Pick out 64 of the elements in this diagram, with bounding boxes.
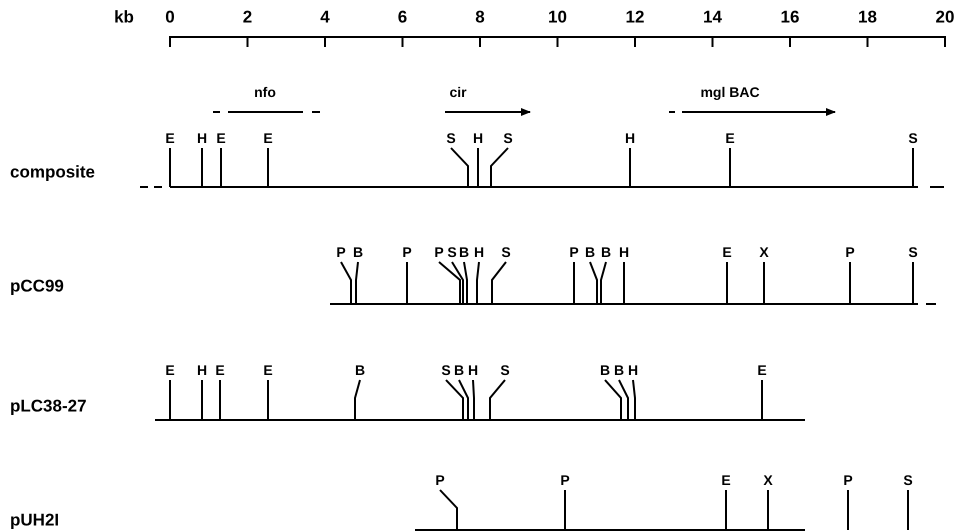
tick-label: 0 — [165, 8, 175, 26]
site-letter: S — [501, 245, 511, 259]
site-letter: B — [600, 363, 610, 377]
site-letter: S — [503, 131, 513, 145]
site-letter: E — [757, 363, 767, 377]
site-letter: S — [908, 245, 918, 259]
tick-label: 2 — [242, 8, 252, 26]
site-letter: S — [500, 363, 510, 377]
site-letter: S — [446, 131, 456, 145]
site-letter: H — [472, 131, 484, 145]
site-letter: S — [903, 473, 913, 487]
site-letter: E — [725, 131, 735, 145]
site-letter: H — [628, 363, 638, 377]
site-letter: H — [468, 363, 478, 377]
site-letter: B — [354, 363, 366, 377]
site-letter: E — [263, 131, 273, 145]
site-letter: H — [196, 363, 208, 377]
site-letter: P — [560, 473, 570, 487]
site-letter: H — [474, 245, 484, 259]
site-letter: E — [216, 131, 226, 145]
gene-name: nfo — [254, 85, 276, 99]
site-letter: H — [624, 131, 636, 145]
site-letter: H — [196, 131, 208, 145]
tick-label: 12 — [626, 8, 644, 26]
site-letter: P — [435, 473, 445, 487]
site-letter: P — [402, 245, 412, 259]
site-letter: B — [614, 363, 624, 377]
site-letter: B — [584, 245, 596, 259]
site-letter: P — [336, 245, 346, 259]
site-letter: X — [759, 245, 769, 259]
site-letter: B — [458, 245, 470, 259]
site-letter: E — [721, 473, 731, 487]
plasmid-name: pLC38-27 — [10, 398, 87, 414]
tick-label: 6 — [398, 8, 408, 26]
tick-label: 10 — [548, 8, 567, 26]
tick-label: 16 — [780, 8, 800, 26]
site-letter: E — [263, 363, 273, 377]
tick-label: 8 — [475, 8, 485, 26]
site-letter: E — [215, 363, 225, 377]
site-letter: E — [165, 131, 175, 145]
tick-label: 20 — [936, 8, 954, 26]
site-letter: P — [434, 245, 444, 259]
plasmid-name: composite — [10, 164, 96, 180]
tick-label: 4 — [320, 8, 330, 26]
plasmid-name: pCC99 — [10, 278, 64, 294]
site-letter: S — [441, 363, 451, 377]
site-letter: S — [447, 245, 457, 259]
site-letter: P — [569, 245, 579, 259]
site-letter: X — [763, 473, 773, 487]
gene-name: cir — [449, 85, 467, 99]
tick-label: 14 — [703, 8, 722, 26]
site-letter: E — [165, 363, 175, 377]
gene-name: mgl BAC — [700, 85, 760, 99]
site-letter: B — [352, 245, 364, 259]
axis-unit: kb — [114, 8, 134, 26]
site-letter: B — [600, 245, 612, 259]
plasmid-name: pUH2I — [10, 512, 60, 528]
site-letter: S — [908, 131, 918, 145]
tick-label: 18 — [858, 8, 877, 26]
site-letter: P — [843, 473, 853, 487]
site-letter: E — [722, 245, 732, 259]
site-letter: P — [845, 245, 855, 259]
site-letter: H — [618, 245, 630, 259]
site-letter: B — [454, 363, 464, 377]
